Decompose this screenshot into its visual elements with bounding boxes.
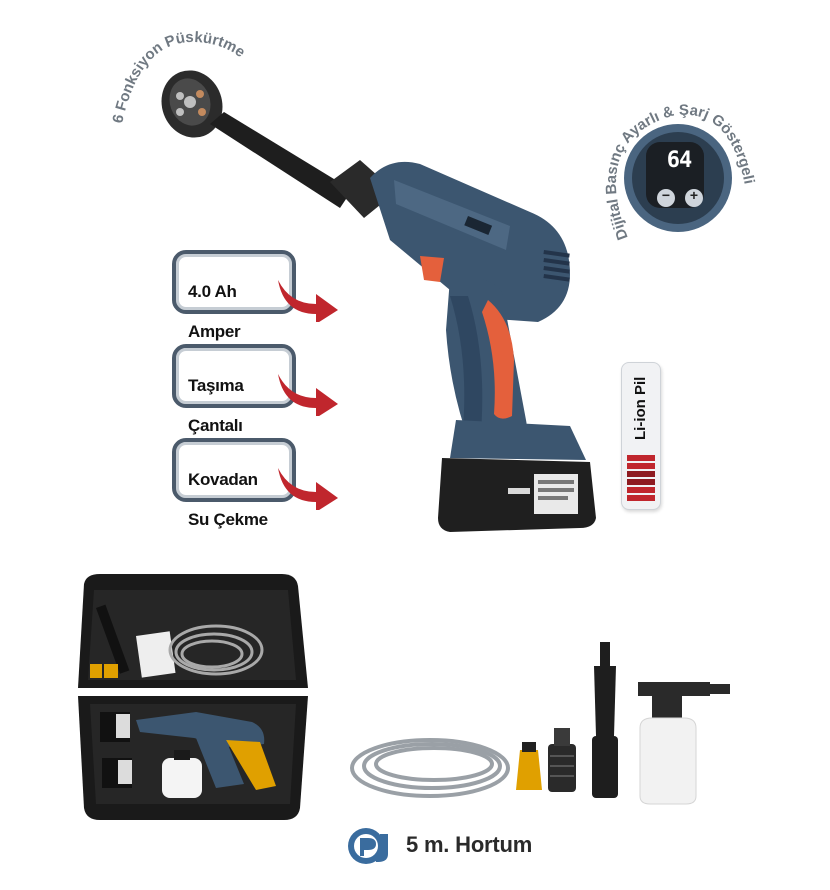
feature-battery-line1: 4.0 Ah <box>188 282 237 301</box>
li-ion-battery-badge: Li-ion Pil <box>621 362 661 510</box>
red-arrow-icon <box>278 468 338 510</box>
pressure-washer-gun <box>161 70 596 532</box>
brand-logo-icon <box>348 828 388 864</box>
feature-battery-line2: Amper <box>188 322 241 341</box>
feature-suction-line1: Kovadan <box>188 470 258 489</box>
minus-button-icon: − <box>661 187 671 203</box>
feature-label-battery: 4.0 Ah Amper <box>172 250 338 341</box>
nozzle-head-icon <box>161 70 223 138</box>
pressure-readout: 64 <box>666 148 693 173</box>
accessories-illustration <box>350 642 730 805</box>
carry-case-illustration <box>78 574 308 820</box>
hose-coil-icon <box>350 738 510 798</box>
feature-suction-line2: Su Çekme <box>188 510 268 529</box>
feature-label-carry-case: Taşıma Çantalı <box>172 344 338 435</box>
red-arrow-icon <box>278 374 338 416</box>
hose-caption-text: 5 m. Hortum <box>406 832 533 857</box>
battery-level-icon <box>627 455 655 503</box>
feature-label-bucket-suction: Kovadan Su Çekme <box>172 438 338 529</box>
feature-case-line1: Taşıma <box>188 376 244 395</box>
feature-case-line2: Çantalı <box>188 416 243 435</box>
red-arrow-icon <box>278 280 338 322</box>
digital-display-panel <box>624 124 732 232</box>
li-ion-label: Li-ion Pil <box>632 376 649 440</box>
plus-button-icon: + <box>689 187 699 203</box>
